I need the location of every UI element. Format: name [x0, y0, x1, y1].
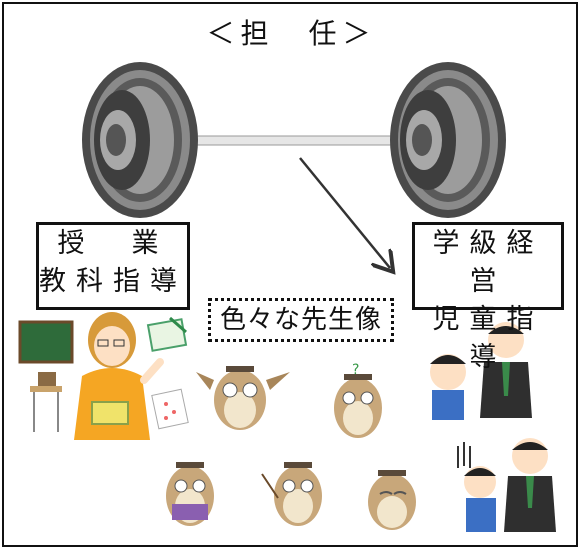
question-mark-icon: ?	[352, 362, 359, 378]
left-box: 授 業 教科指導	[36, 222, 190, 310]
outer-frame	[2, 2, 578, 547]
left-box-line1: 授 業	[57, 228, 169, 259]
boy-scolded-icon	[464, 466, 496, 532]
right-box-line1: 学級経営	[432, 228, 544, 297]
owl-icon	[196, 366, 290, 430]
notebook-icon	[146, 316, 188, 352]
owl-icon: ?	[334, 362, 382, 438]
axle-icon	[189, 135, 411, 146]
arrow-icon	[299, 157, 390, 268]
right-box: 学級経営 児童指導	[412, 222, 564, 373]
owl-icon	[166, 462, 214, 526]
paper-icon	[151, 388, 189, 430]
man-suit-icon	[457, 438, 556, 532]
tire-right-icon	[390, 62, 506, 218]
blackboard-icon	[18, 320, 74, 364]
left-box-line2: 教科指導	[39, 266, 187, 297]
boy-scolded-icon	[430, 354, 466, 420]
teacher-icon	[74, 312, 164, 440]
owl-icon	[368, 470, 416, 530]
tire-left-icon	[82, 62, 198, 218]
title: ＜担 任＞	[206, 17, 377, 50]
owl-icon	[261, 462, 322, 526]
desk-icon	[30, 372, 62, 432]
man-suit-icon	[480, 322, 532, 418]
right-box-line2: 児童指導	[432, 304, 544, 373]
center-label: 色々な先生像	[208, 298, 394, 342]
